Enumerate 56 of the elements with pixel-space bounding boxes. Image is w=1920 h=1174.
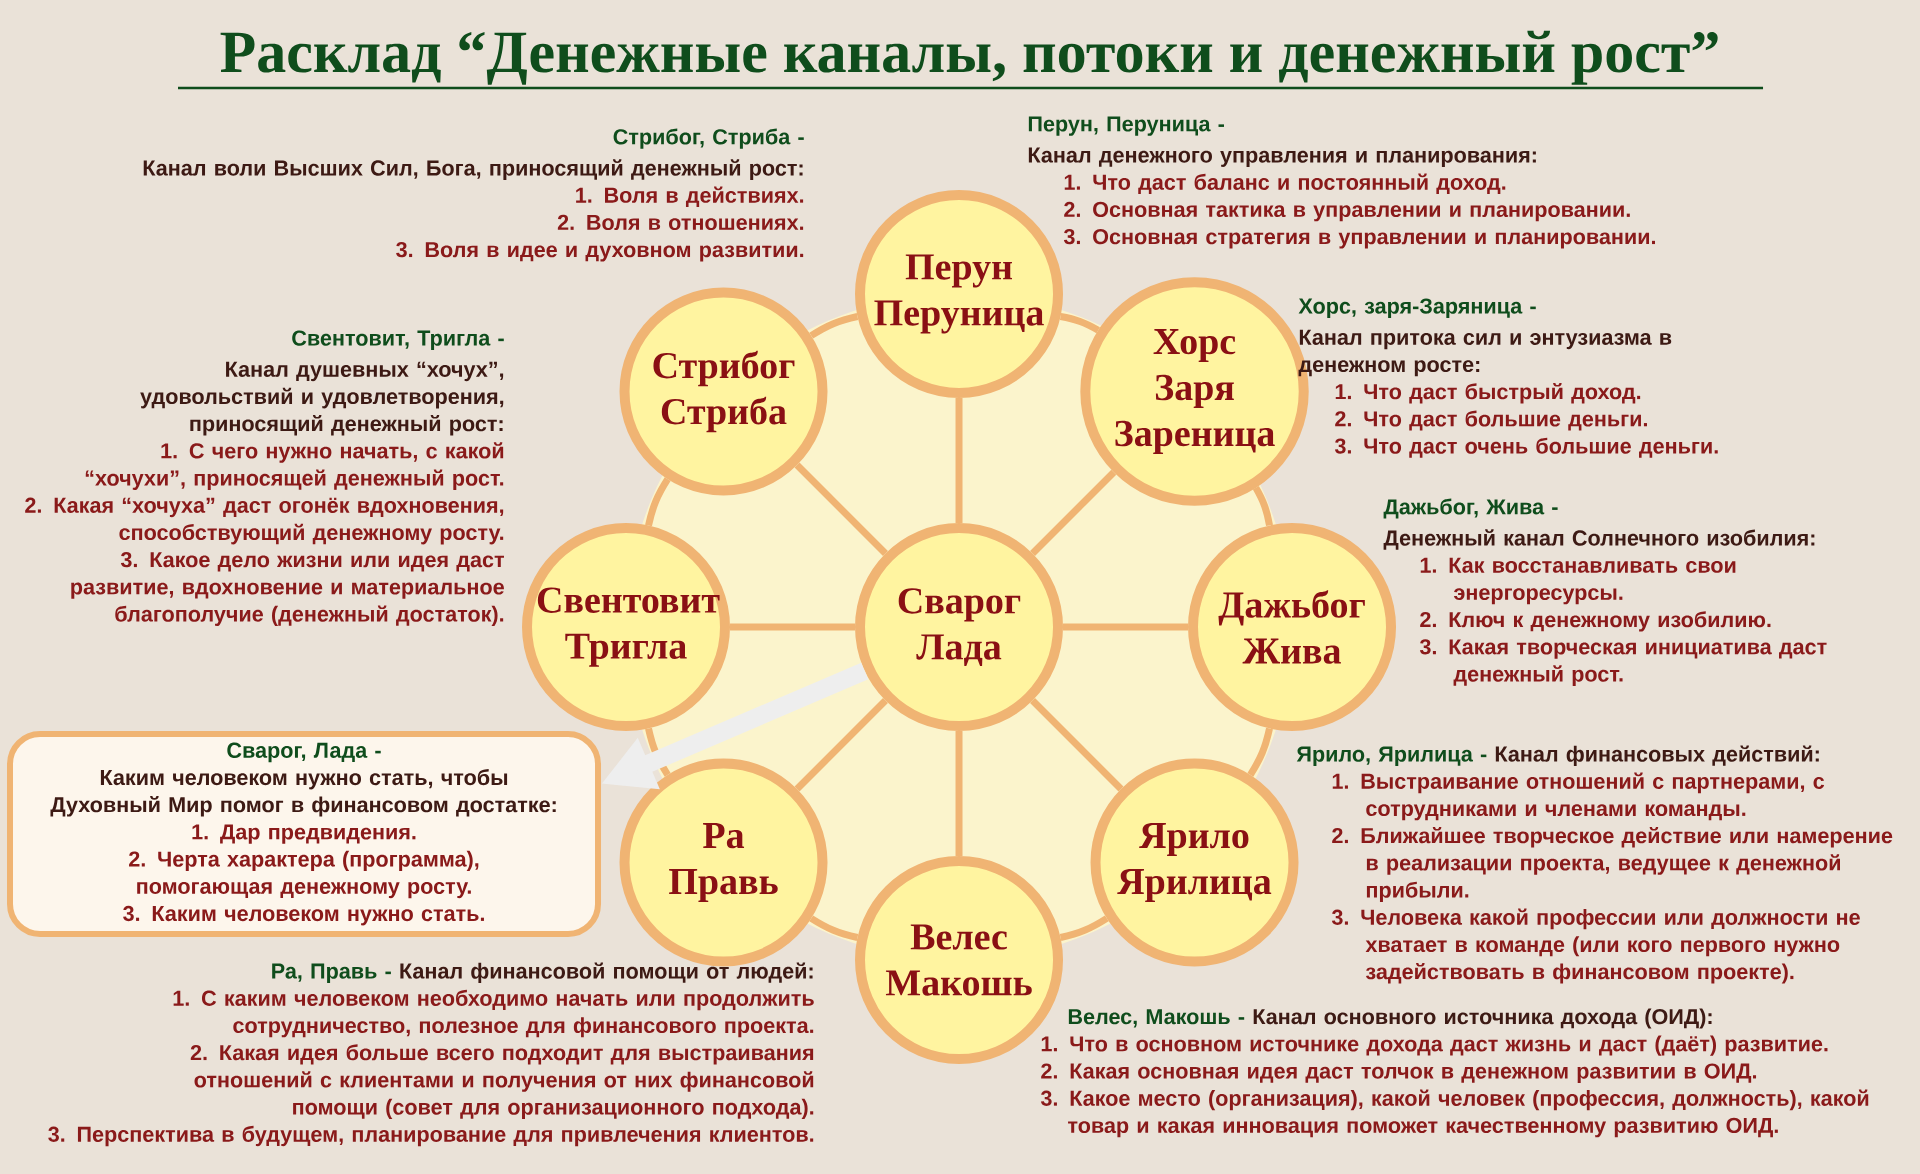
channel-description: Канал воли Высших Сил, Бога, приносящий денежный рост: — [143, 159, 803, 180]
ring-line — [1247, 727, 1273, 777]
channel-description: Канал основного источника дохода (ОИД): — [1253, 1008, 1712, 1029]
channel-description: Канал душевных “хочух”, удовольствий и удовлетворения, приносящий денежный рост: — [140, 361, 504, 436]
question-item: 1. Что даст быстрый доход. — [1335, 383, 1641, 404]
ring-line — [809, 313, 859, 339]
channel-description: Канал финансовых действий: — [1495, 745, 1819, 766]
spoke-line — [1030, 698, 1124, 792]
heading: Дажьбог, Жива - — [1383, 498, 1558, 519]
heading: Хорс, заря-Заряница - — [1298, 298, 1536, 318]
ring-line — [1252, 486, 1273, 527]
question-item: 1. Как восстанавливать свои энергоресурсы. — [1420, 557, 1736, 605]
channel-description: Канал денежного управления и планирования: — [1028, 147, 1536, 167]
question-item: 1. Выстраивание отношений с партнерами, с сотрудниками и членами команды. — [1332, 772, 1825, 821]
question-item: 2. Какая основная идея даст толчок в денежном развитии в ОИД. — [1041, 1063, 1757, 1083]
heading: Сварог, Лада - — [227, 742, 381, 763]
question-item: 1. Что даст баланс и постоянный доход. — [1064, 173, 1506, 194]
question-item: 2. Воля в отношениях. — [557, 214, 804, 231]
question-item: 3. Какое дело жизни или идея даст развитие, вдохновение и материальное благополучие (денежный достаток). — [71, 552, 504, 626]
spoke-line — [794, 462, 888, 556]
question-item: 2. Черта характера (программа), помогающая денежному росту. — [129, 850, 479, 899]
question-item: 2. Какая идея больше всего подходит для выстраивания отношений с клиентами и получения от них финансовой помощи (совет для организационного подхода). — [190, 1044, 814, 1119]
channel-description: Каким человеком нужно стать, чтобы Духовный Мир помог в финансовом достатке: — [50, 769, 556, 817]
description-box — [7, 731, 601, 937]
heading: Стрибог, Стриба - — [613, 128, 804, 149]
question-item: 2. Ближайшее творческое действие или намерение в реализации проекта, ведущее к денежной прибыли. — [1332, 827, 1893, 902]
question-item: 3. Каким человеком нужно стать. — [123, 905, 484, 926]
question-item: 3. Основная стратегия в управлении и планировании. — [1063, 229, 1655, 249]
ring-line — [645, 727, 671, 777]
question-item: 3. Человека какой профессии или должности не хватает в команде (или кого первого нужно задействовать в финансовом проекте). — [1331, 908, 1860, 984]
question-item: 1. С чего нужно начать, с какой “хочухи”, приносящей денежный рост. — [85, 442, 504, 490]
title: Расклад “Денежные каналы, потоки и денежный рост” — [220, 30, 1718, 85]
question-item: 1. Воля в действиях. — [576, 186, 804, 207]
question-item: 3. Перспектива в будущем, планирование для привлечения клиентов. — [48, 1125, 814, 1147]
ring-line — [809, 915, 859, 941]
heading: Свентовит, Тригла - — [292, 330, 504, 350]
question-item: 1. С каким человеком необходимо начать или продолжить сотрудничество, полезное для финансового проекта. — [173, 989, 814, 1038]
ring-line — [1059, 313, 1100, 334]
question-item: 1. Дар предвидения. — [192, 824, 416, 844]
channel-description: Канал притока сил и энтузиазма в денежном росте: — [1298, 329, 1672, 377]
question-item: 2. Что даст большие деньги. — [1335, 410, 1647, 431]
question-item: 2. Ключ к денежному изобилию. — [1420, 611, 1771, 632]
heading: Велес, Макошь - — [1068, 1009, 1245, 1028]
spoke-line — [1030, 469, 1117, 556]
spoke-line — [794, 698, 888, 792]
heading: Перун, Перуница - — [1028, 116, 1224, 136]
ring-line — [1059, 915, 1109, 941]
heading: Ра, Правь - — [272, 963, 391, 983]
question-item: 2. Какая “хочуха” даст огонёк вдохновения, способствующий денежному росту. — [25, 497, 504, 545]
question-item: 3. Воля в идее и духовном развитии. — [396, 241, 804, 262]
heading: Ярило, Ярилица - — [1296, 746, 1487, 766]
question-item: 3. Какое место (организация), какой человек (профессия, должность), какой товар и какая инновация поможет качественному развитию ОИД. — [1040, 1089, 1869, 1138]
question-item: 3. Что даст очень большие деньги. — [1334, 437, 1718, 458]
question-item: 3. Какая творческая инициатива даст денежный рост. — [1419, 639, 1827, 686]
question-item: 2. Основная тактика в управлении и планировании. — [1064, 201, 1630, 222]
ring-line — [645, 477, 671, 527]
